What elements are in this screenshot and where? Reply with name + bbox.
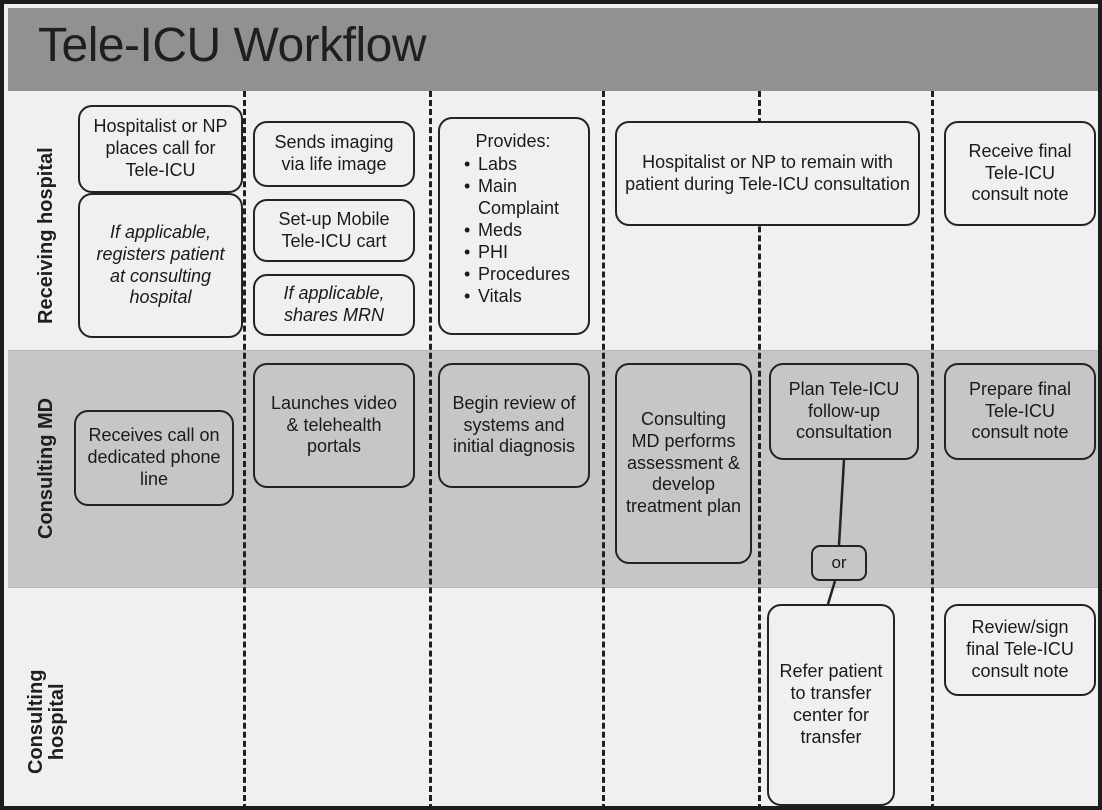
- list-item: Meds: [464, 220, 578, 242]
- or-connector-chip: or: [811, 545, 867, 581]
- box-shares-mrn[interactable]: If applicable, shares MRN: [253, 274, 415, 336]
- column-separator-5: [931, 91, 934, 806]
- lane-divider-1: [8, 350, 1098, 351]
- lane-band-consulting-hospital: [8, 587, 1098, 806]
- lane-label-receiving-hospital: Receiving hospital: [35, 147, 57, 324]
- list-item: Main Complaint: [464, 176, 578, 220]
- lane-divider-2: [8, 587, 1098, 588]
- column-separator-1: [243, 91, 246, 806]
- box-md-performs-assessment[interactable]: Consulting MD performs assessment & deve…: [615, 363, 752, 564]
- box-review-sign-final-consult-note[interactable]: Review/sign final Tele-ICU consult note: [944, 604, 1096, 696]
- column-separator-3: [602, 91, 605, 806]
- box-registers-patient[interactable]: If applicable, registers patient at cons…: [78, 193, 243, 338]
- box-prepare-final-consult-note[interactable]: Prepare final Tele-ICU consult note: [944, 363, 1096, 460]
- list-item: Labs: [464, 154, 578, 176]
- box-plan-followup-consultation[interactable]: Plan Tele-ICU follow-up consultation: [769, 363, 919, 460]
- lane-label-line-1: Consulting: [25, 669, 47, 774]
- box-hospitalist-places-call[interactable]: Hospitalist or NP places call for Tele-I…: [78, 105, 243, 193]
- box-sends-imaging[interactable]: Sends imaging via life image: [253, 121, 415, 187]
- box-refer-to-transfer-center[interactable]: Refer patient to transfer center for tra…: [767, 604, 895, 806]
- provides-title: Provides:: [475, 131, 551, 151]
- header-band: Tele-ICU Workflow: [8, 8, 1098, 91]
- list-item: PHI: [464, 242, 578, 264]
- box-remain-with-patient[interactable]: Hospitalist or NP to remain with patient…: [615, 121, 920, 226]
- box-provides-list[interactable]: Provides: Labs Main Complaint Meds PHI P…: [438, 117, 590, 335]
- box-receive-final-consult-note[interactable]: Receive final Tele-ICU consult note: [944, 121, 1096, 226]
- column-separator-2: [429, 91, 432, 806]
- lane-label-consulting-md: Consulting MD: [35, 397, 57, 539]
- box-receives-call[interactable]: Receives call on dedicated phone line: [74, 410, 234, 506]
- box-begin-review-of-systems[interactable]: Begin review of systems and initial diag…: [438, 363, 590, 488]
- box-setup-mobile-cart[interactable]: Set-up Mobile Tele-ICU cart: [253, 199, 415, 262]
- list-item: Vitals: [464, 286, 578, 308]
- list-item: Procedures: [464, 264, 578, 286]
- page-title: Tele-ICU Workflow: [38, 19, 427, 72]
- box-launches-video-portals[interactable]: Launches video & telehealth portals: [253, 363, 415, 488]
- provides-item-list: Labs Main Complaint Meds PHI Procedures …: [462, 154, 578, 308]
- lane-label-consulting-hospital: Consulting hospital: [25, 669, 68, 774]
- column-separator-4: [758, 91, 761, 806]
- lane-label-line-2: hospital: [46, 683, 68, 761]
